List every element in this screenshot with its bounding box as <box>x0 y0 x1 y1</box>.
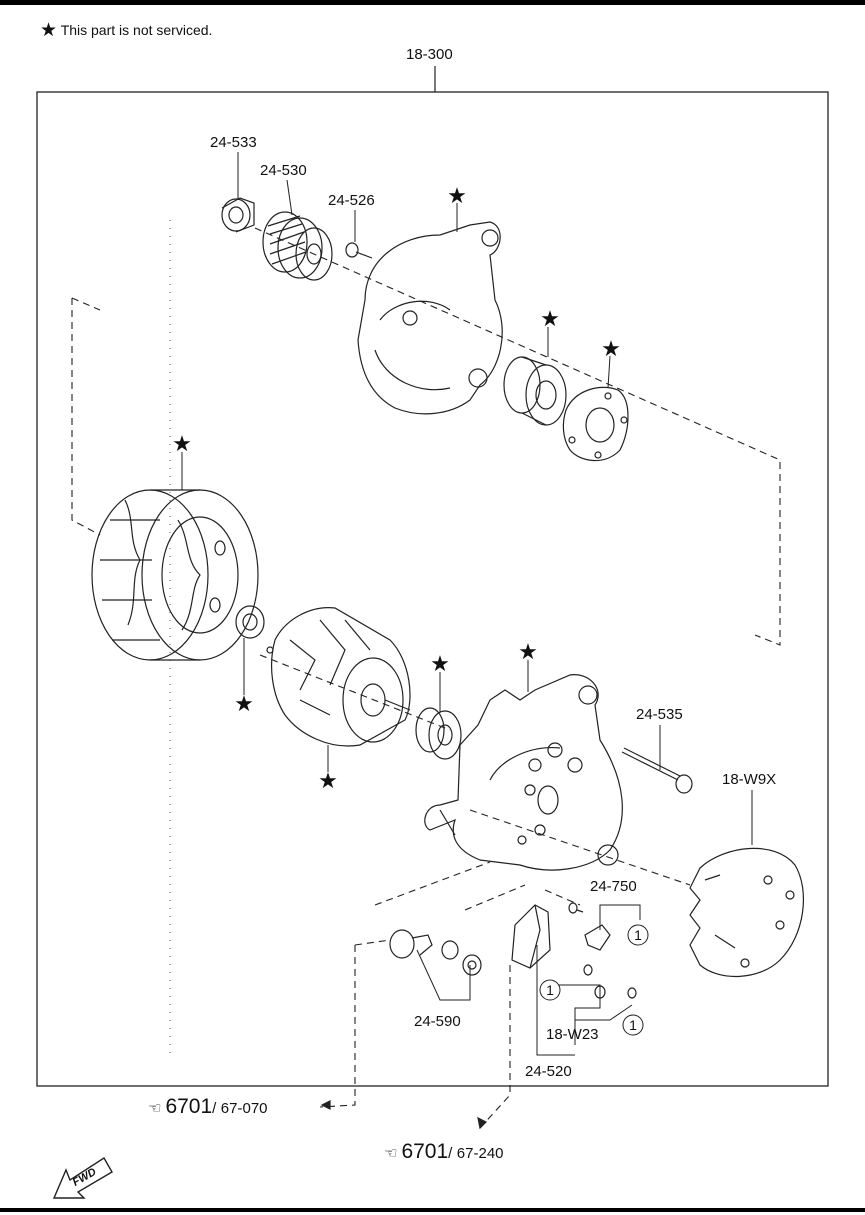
star-icon: ★ <box>40 20 58 41</box>
callout-1-a: 1 <box>634 927 642 943</box>
nut-24-533 <box>221 197 255 233</box>
ref-subpage: 67-240 <box>456 1145 504 1162</box>
ref-separator: / <box>212 1100 217 1117</box>
label-24-590: 24-590 <box>414 1013 461 1030</box>
pulley-24-530 <box>262 211 333 281</box>
label-18-W9X: 18-W9X <box>722 771 777 788</box>
page-ref-67-240[interactable]: ☞6701/ 67-240 <box>384 1140 504 1164</box>
star-front-housing: ★ <box>447 184 467 209</box>
ref-page: 6701 <box>165 1095 213 1118</box>
label-24-533: 24-533 <box>210 134 257 151</box>
page-ref-67-070[interactable]: ☞6701/ 67-070 <box>148 1095 268 1119</box>
callout-1-c: 1 <box>629 1017 637 1033</box>
ref-page: 6701 <box>401 1140 449 1163</box>
ref-subpage: 67-070 <box>220 1100 268 1117</box>
star-rear-bearing: ★ <box>430 652 450 677</box>
terminal-24-590 <box>389 929 482 976</box>
star-retainer-plate: ★ <box>601 337 621 362</box>
rear-bearing <box>415 707 462 760</box>
washer <box>235 605 265 639</box>
not-serviced-note: ★ This part is not serviced. <box>40 18 212 41</box>
star-front-bearing: ★ <box>540 307 560 332</box>
fwd-arrow-icon: FWD <box>52 1157 113 1199</box>
stator <box>91 489 259 661</box>
regulator-24-520 <box>511 904 551 969</box>
rotor <box>266 607 411 747</box>
label-24-750: 24-750 <box>590 878 637 895</box>
retainer-plate <box>562 386 629 462</box>
note-text: This part is not serviced. <box>60 22 213 38</box>
label-18-W23: 18-W23 <box>546 1026 599 1043</box>
label-24-526: 24-526 <box>328 192 375 209</box>
label-24-535: 24-535 <box>636 706 683 723</box>
bolt-24-526 <box>345 242 373 259</box>
pointing-hand-icon: ☞ <box>148 1100 162 1117</box>
rear-housing <box>424 674 623 871</box>
label-24-530: 24-530 <box>260 162 307 179</box>
bottom-rule <box>0 1208 865 1212</box>
front-bearing <box>503 356 567 426</box>
star-stator: ★ <box>172 432 192 457</box>
top-rule <box>0 0 865 5</box>
rear-cover-18-W9X <box>689 847 805 977</box>
label-assembly: 18-300 <box>406 46 453 63</box>
ref-separator: / <box>448 1145 453 1162</box>
star-rotor: ★ <box>318 769 338 794</box>
not-serviced-stars: ★ ★ ★ ★ ★ ★ ★ ★ <box>172 184 621 794</box>
callout-1-b: 1 <box>546 982 554 998</box>
star-rear-housing: ★ <box>518 640 538 665</box>
pointing-hand-icon: ☞ <box>384 1145 398 1162</box>
label-24-520: 24-520 <box>525 1063 572 1080</box>
through-bolt-24-535 <box>621 747 693 794</box>
front-housing <box>357 221 503 415</box>
assembly-frame <box>36 91 829 1087</box>
screws-24-750 <box>568 902 637 999</box>
star-washer: ★ <box>234 692 254 717</box>
